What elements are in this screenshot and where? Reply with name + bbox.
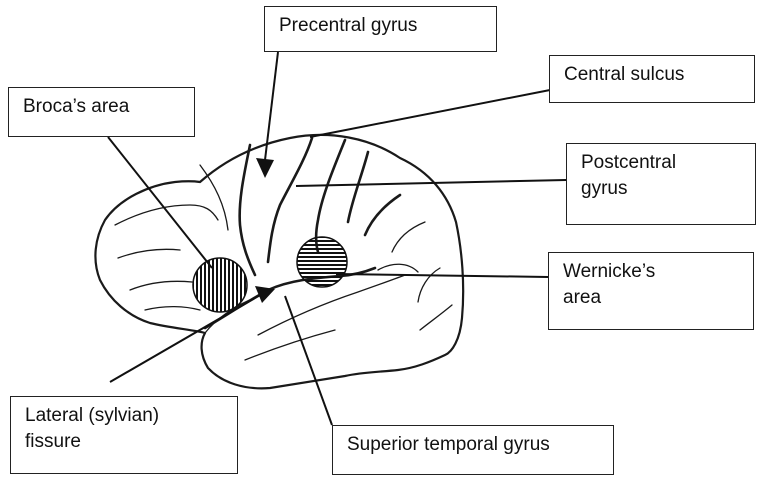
parietal-sulcus-line-2 — [365, 195, 400, 235]
occipital-sulcus-line-2 — [420, 305, 452, 330]
leader-precentral-gyrus — [265, 52, 278, 160]
label-brocas-area-text: Broca’s area — [23, 94, 180, 120]
label-central-sulcus-text: Central sulcus — [564, 62, 740, 88]
label-postcentral-gyrus-line-2: gyrus — [581, 176, 741, 202]
leader-wernickes-area — [336, 274, 548, 277]
precentral-sulcus-line — [240, 145, 255, 275]
label-superior-temporal-gyrus: Superior temporal gyrus — [332, 425, 614, 475]
label-brocas-area: Broca’s area — [8, 87, 195, 137]
arrowhead-precentral-gyrus — [256, 158, 274, 178]
label-lateral-fissure: Lateral (sylvian) fissure — [10, 396, 238, 474]
angular-gyrus-curve — [378, 264, 418, 272]
wernickes-area-region — [297, 237, 347, 287]
label-lateral-fissure-line-2: fissure — [25, 429, 223, 455]
frontal-gyral-line-5 — [145, 307, 200, 310]
brain-outline — [95, 135, 463, 388]
label-superior-temporal-gyrus-text: Superior temporal gyrus — [347, 432, 599, 458]
parietal-sulcus-line-3 — [392, 222, 425, 252]
label-wernickes-area: Wernicke’s area — [548, 252, 754, 330]
frontal-gyral-line-3 — [130, 281, 192, 290]
leader-postcentral-gyrus — [296, 180, 566, 186]
label-precentral-gyrus-text: Precentral gyrus — [279, 13, 482, 39]
postcentral-sulcus-line — [316, 140, 345, 252]
brocas-area-region — [193, 258, 247, 312]
label-postcentral-gyrus-line-1: Postcentral — [581, 150, 741, 176]
label-postcentral-gyrus: Postcentral gyrus — [566, 143, 756, 225]
label-central-sulcus: Central sulcus — [549, 55, 755, 103]
label-wernickes-area-line-2: area — [563, 285, 739, 311]
label-wernickes-area-line-1: Wernicke’s — [563, 259, 739, 285]
label-precentral-gyrus: Precentral gyrus — [264, 6, 497, 52]
occipital-sulcus-line-1 — [418, 268, 440, 302]
frontal-gyral-line-2 — [118, 249, 180, 258]
frontal-gyral-line-1 — [115, 205, 218, 225]
frontal-gyral-line-4 — [200, 165, 228, 230]
label-lateral-fissure-line-1: Lateral (sylvian) — [25, 403, 223, 429]
leader-superior-temporal-gyrus — [285, 296, 332, 425]
leader-central-sulcus — [310, 90, 550, 137]
parietal-sulcus-line-1 — [348, 152, 368, 222]
